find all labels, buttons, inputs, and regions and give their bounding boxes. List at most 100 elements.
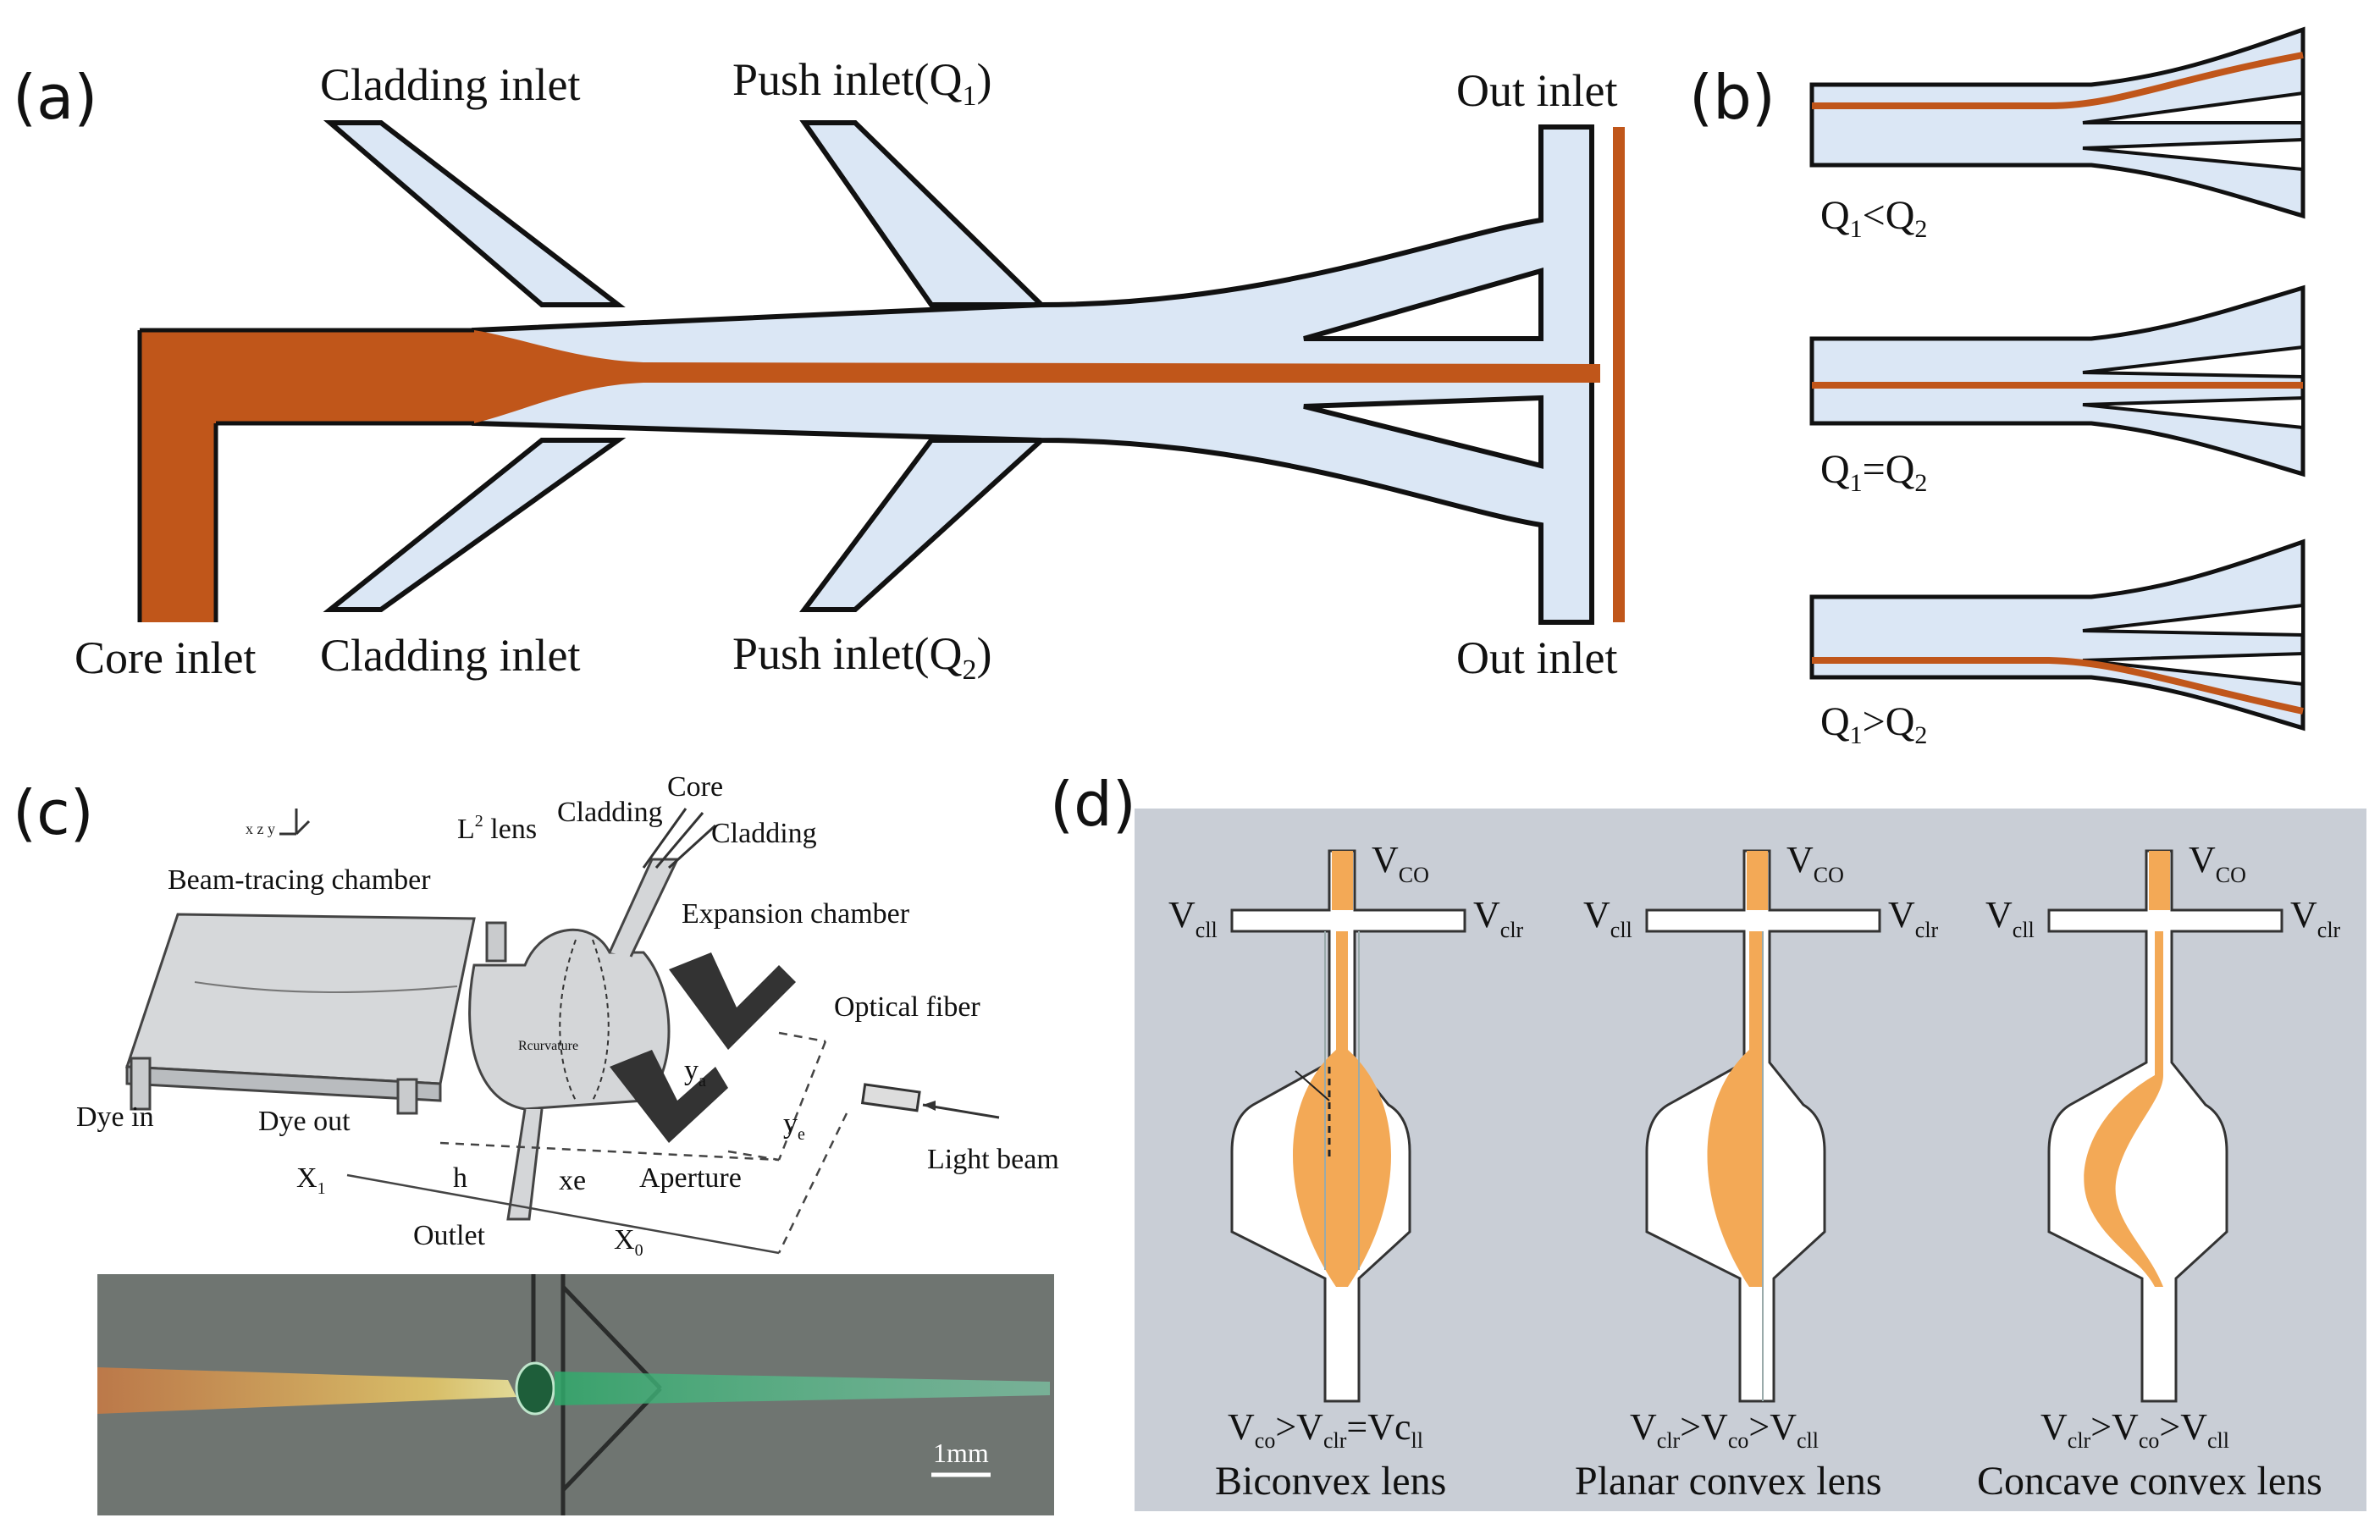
- lens2-vclr: Vclr: [1888, 894, 1939, 942]
- lens1-vclr: Vclr: [1473, 894, 1524, 942]
- panel-d-tag: (d): [1050, 769, 1136, 840]
- orange-beam: [97, 1367, 516, 1414]
- label-x1: X1: [296, 1162, 326, 1198]
- label-cladding-2: Cladding: [711, 818, 817, 849]
- push-inlet-top-channel: [799, 120, 1048, 307]
- inlet-stack: [608, 858, 680, 958]
- label-expansion-chamber: Expansion chamber: [682, 898, 910, 930]
- case-3-label: Q1>Q2: [1820, 699, 1927, 749]
- panel-a: (a) Cladding inlet Push inlet(Q1) Out in…: [13, 54, 1625, 686]
- lens2-name: Planar convex lens: [1575, 1459, 1882, 1504]
- branch-islands: [1303, 268, 1543, 469]
- lens-device-concave-convex: VCO Vcll Vclr Vclr>Vco>Vcll Concave conv…: [1977, 839, 2341, 1504]
- expansion-chamber: [468, 808, 717, 1221]
- label-push-inlet-q1: Push inlet(Q1): [732, 54, 992, 112]
- label-cladding-inlet-bottom: Cladding inlet: [320, 630, 580, 681]
- case-3-island-b: [2082, 651, 2305, 687]
- label-ya: ya: [684, 1055, 706, 1090]
- panel-a-tag: (a): [13, 62, 97, 133]
- cladding-inlet-bottom-channel: [323, 438, 627, 612]
- lens2-vco: VCO: [1786, 839, 1844, 887]
- label-cladding-inlet-top: Cladding inlet: [320, 59, 580, 110]
- axes-label: x z y: [246, 820, 275, 837]
- core-tube: [642, 808, 687, 869]
- lens3-vco: VCO: [2189, 839, 2246, 887]
- label-ye: ye: [783, 1108, 805, 1144]
- core-inlet-outline: [137, 328, 474, 622]
- lower-island: [1303, 395, 1543, 469]
- upper-island: [1303, 268, 1543, 341]
- panel-c: (c) x z y: [13, 771, 1059, 1515]
- core-fluid: [140, 127, 1625, 622]
- label-aperture: Aperture: [639, 1162, 742, 1194]
- lens3-vclr: Vclr: [2290, 894, 2341, 942]
- dimension-guides: [439, 1031, 848, 1254]
- beam-tracing-chamber: [124, 913, 507, 1115]
- panel-b-tag: (b): [1689, 62, 1775, 133]
- cladding-inlet-top-channel: [323, 120, 626, 307]
- label-light-beam: Light beam: [927, 1144, 1059, 1175]
- lens3-name: Concave convex lens: [1977, 1459, 2322, 1504]
- x0-dimension-line: [346, 1173, 780, 1255]
- outlet-channel: [506, 1108, 544, 1221]
- label-core: Core: [667, 771, 723, 803]
- panel-d: (d) VCO Vcll Vclr Vco>Vclr=Vcll Biconvex…: [1050, 769, 2366, 1511]
- lens1-vcll: Vcll: [1168, 894, 1218, 942]
- cladding-tube-a: [654, 812, 704, 869]
- micrograph: 1mm: [97, 1274, 1054, 1515]
- panel-c-tag: (c): [13, 777, 94, 848]
- label-core-inlet: Core inlet: [75, 632, 256, 683]
- case-2-island-a: [2082, 345, 2305, 379]
- flow-case-2: Q1=Q2: [1809, 284, 2305, 497]
- lens3-vcll: Vcll: [1985, 894, 2035, 942]
- scale-bar-label: 1mm: [933, 1438, 989, 1468]
- case-3-island-a: [2082, 603, 2305, 638]
- lens1-name: Biconvex lens: [1215, 1459, 1446, 1504]
- case-3-core-stream: [1812, 657, 2304, 715]
- lens2-vcll: Vcll: [1583, 894, 1632, 942]
- green-beam: [555, 1372, 1050, 1405]
- lens-device-planar-convex: VCO Vcll Vclr Vclr>Vco>Vcll Planar conve…: [1575, 839, 1939, 1504]
- axes-icon: [279, 809, 311, 836]
- lens-device-biconvex: VCO Vcll Vclr Vco>Vclr=Vcll Biconvex len…: [1168, 839, 1524, 1504]
- liquid-lens: [515, 1361, 555, 1416]
- lens3-condition: Vclr>Vco>Vcll: [2040, 1406, 2229, 1453]
- label-out-inlet-top: Out inlet: [1456, 65, 1617, 116]
- aperture-blocks: [610, 952, 796, 1143]
- case-2-island-b: [2082, 395, 2305, 430]
- label-beam-tracing-chamber: Beam-tracing chamber: [168, 864, 431, 896]
- lens1-vco: VCO: [1372, 839, 1429, 887]
- label-x0: X0: [614, 1224, 643, 1260]
- case-1-island-b: [2082, 137, 2305, 172]
- case-1-channel: [1809, 26, 2305, 219]
- label-l2-lens: L2 lens: [457, 812, 537, 845]
- label-outlet: Outlet: [413, 1220, 486, 1251]
- case-2-channel: [1809, 284, 2305, 477]
- panel-b: (b) Q1<Q2 Q1=Q2 Q1>Q2: [1689, 26, 2305, 749]
- lens1-condition: Vco>Vclr=Vcll: [1228, 1406, 1423, 1453]
- core-outlet-strip: [1613, 127, 1625, 622]
- label-dye-out: Dye out: [258, 1106, 351, 1137]
- case-1-core-stream: [1812, 52, 2304, 109]
- label-xe: xe: [559, 1165, 586, 1196]
- flow-case-1: Q1<Q2: [1809, 26, 2305, 243]
- label-cladding-1: Cladding: [557, 797, 663, 828]
- label-dye-in: Dye in: [76, 1101, 154, 1133]
- lens2-condition: Vclr>Vco>Vcll: [1630, 1406, 1819, 1453]
- label-optical-fiber: Optical fiber: [834, 991, 980, 1023]
- label-push-inlet-q2: Push inlet(Q2): [732, 628, 992, 686]
- panel-c-labels: L2 lens Cladding Core Cladding Beam-trac…: [76, 771, 1059, 1260]
- case-1-label: Q1<Q2: [1820, 193, 1927, 243]
- flow-case-3: Q1>Q2: [1809, 538, 2305, 749]
- case-1-island-a: [2082, 91, 2305, 124]
- cladding-tube-b: [667, 824, 717, 869]
- label-h: h: [453, 1162, 467, 1194]
- core-stream: [140, 330, 1600, 622]
- push-inlet-bottom-channel: [799, 438, 1048, 612]
- label-out-inlet-bottom: Out inlet: [1456, 632, 1617, 683]
- optical-fiber: [860, 1083, 1000, 1119]
- lens-interface: [559, 939, 610, 1101]
- case-2-label: Q1=Q2: [1820, 447, 1927, 497]
